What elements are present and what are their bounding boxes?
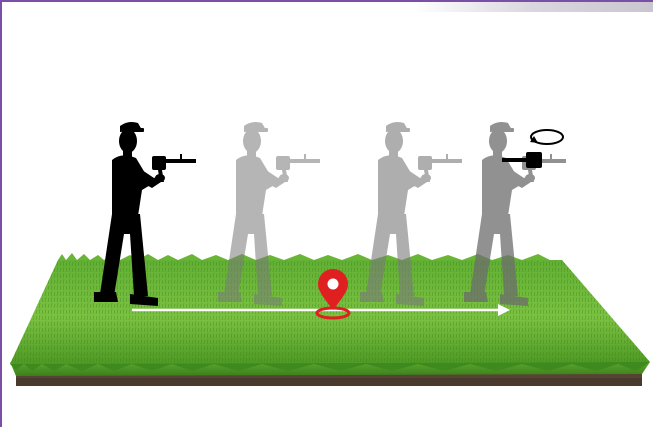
rotate-arrow-icon [530, 130, 563, 144]
